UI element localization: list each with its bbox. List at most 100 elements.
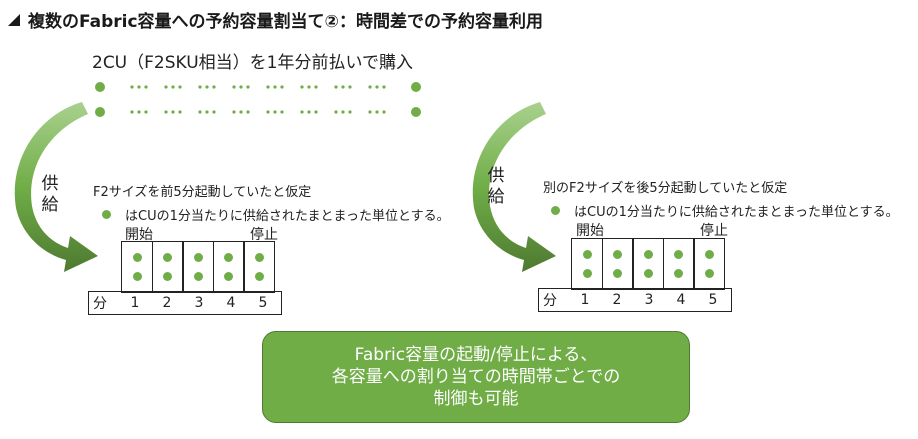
ellipsis-dots xyxy=(130,85,386,89)
ellipsis-dot xyxy=(348,85,352,89)
purchase-text: 2CU（F2SKU相当）を1年分前払いで購入 xyxy=(92,53,413,73)
callout-line: Fabric容量の起動/停止による、 xyxy=(354,345,598,365)
cu-dot xyxy=(613,269,622,278)
minute-value: 2 xyxy=(612,292,622,308)
right-bullet-text: はCUの1分当たりに供給されたまとまった単位とする。 xyxy=(574,205,899,220)
right-stop-label: 停止 xyxy=(700,223,728,239)
ellipsis-dot xyxy=(368,85,372,89)
ellipsis-dot xyxy=(266,110,270,114)
cu-cell xyxy=(693,238,725,290)
ellipsis-dot xyxy=(178,110,182,114)
minute-value: 5 xyxy=(708,292,718,308)
right-heading: 別のF2サイズを後5分起動していたと仮定 xyxy=(543,181,788,196)
left-heading: F2サイズを前5分起動していたと仮定 xyxy=(93,185,312,200)
ellipsis-dot xyxy=(137,110,141,114)
cu-dot xyxy=(224,272,233,281)
left-minute-row: 分 1 2 3 4 5 xyxy=(88,291,282,315)
ellipsis-dot xyxy=(205,85,209,89)
supply-char: 供 xyxy=(41,174,59,194)
ellipsis-dots xyxy=(130,110,386,114)
cu-dot xyxy=(674,250,683,259)
capacity-dot xyxy=(411,107,421,117)
minute-value: 2 xyxy=(162,295,172,311)
ellipsis-dot xyxy=(280,110,284,114)
minute-value: 4 xyxy=(676,292,686,308)
ellipsis-dot xyxy=(232,110,236,114)
capacity-dot xyxy=(95,107,105,117)
bullet-dot-icon xyxy=(102,210,111,219)
supply-char: 供 xyxy=(487,166,505,186)
left-supply-arrow-icon xyxy=(14,102,98,272)
ellipsis-dot xyxy=(314,85,318,89)
ellipsis-dot xyxy=(246,110,250,114)
ellipsis-dot xyxy=(144,85,148,89)
supply-char: 給 xyxy=(41,195,59,215)
ellipsis-dot xyxy=(232,85,236,89)
ellipsis-dot xyxy=(314,110,318,114)
capacity-dots xyxy=(95,82,421,117)
capacity-dot xyxy=(95,82,105,92)
ellipsis-dot xyxy=(300,85,304,89)
left-supply-label: 供 給 xyxy=(40,174,60,216)
ellipsis-dot xyxy=(130,85,134,89)
minute-unit: 分 xyxy=(543,293,557,309)
ellipsis-dot xyxy=(334,110,338,114)
ellipsis-dot xyxy=(266,85,270,89)
cu-dot xyxy=(704,269,714,278)
ellipsis-dot xyxy=(205,110,209,114)
ellipsis-dot xyxy=(375,110,379,114)
ellipsis-dot xyxy=(334,85,338,89)
cu-dot xyxy=(163,272,172,281)
ellipsis-dot xyxy=(368,110,372,114)
right-cu-grid xyxy=(571,238,725,290)
cu-dot xyxy=(613,250,622,259)
cu-dot xyxy=(224,253,233,262)
right-start-label: 開始 xyxy=(576,223,604,239)
cu-cell xyxy=(182,241,214,293)
cu-dot xyxy=(704,250,714,259)
ellipsis-dot xyxy=(246,85,250,89)
cu-dot xyxy=(132,253,142,262)
cu-cell xyxy=(243,241,275,293)
ellipsis-dot xyxy=(137,85,141,89)
page-title-text: 複数のFabric容量への予約容量割当て②：時間差での予約容量利用 xyxy=(28,12,543,32)
cu-dot xyxy=(254,272,264,281)
cu-cell xyxy=(121,241,153,293)
cu-dot xyxy=(254,253,264,262)
minute-value: 1 xyxy=(130,295,140,311)
cu-cell xyxy=(571,238,603,290)
ellipsis-dot xyxy=(375,85,379,89)
cu-dot xyxy=(193,272,203,281)
supply-char: 給 xyxy=(487,187,505,207)
summary-callout: Fabric容量の起動/停止による、 各容量への割り当ての時間帯ごとでの 制御も… xyxy=(262,331,690,423)
ellipsis-dot xyxy=(171,85,175,89)
cu-dot xyxy=(643,269,653,278)
left-stop-label: 停止 xyxy=(250,227,278,243)
right-supply-label: 供 給 xyxy=(486,166,506,208)
ellipsis-dot xyxy=(341,85,345,89)
cu-cell xyxy=(662,238,695,290)
callout-line: 各容量への割り当ての時間帯ごとでの xyxy=(331,367,621,387)
right-minute-row: 分 1 2 3 4 5 xyxy=(538,288,732,312)
cu-dot xyxy=(674,269,683,278)
right-bullet: はCUの1分当たりに供給されたまとまった単位とする。 xyxy=(551,201,899,220)
cu-dot xyxy=(163,253,172,262)
left-cu-grid xyxy=(121,241,275,293)
minute-value: 4 xyxy=(226,295,236,311)
page-title: 複数のFabric容量への予約容量割当て②：時間差での予約容量利用 xyxy=(8,7,543,32)
ellipsis-dot xyxy=(382,85,386,89)
ellipsis-dot xyxy=(164,85,168,89)
ellipsis-dot xyxy=(164,110,168,114)
cu-dot xyxy=(643,250,653,259)
ellipsis-dot xyxy=(341,110,345,114)
cu-dot xyxy=(582,250,592,259)
cu-cell xyxy=(601,238,634,290)
ellipsis-dot xyxy=(280,85,284,89)
cu-dot xyxy=(193,253,203,262)
ellipsis-dot xyxy=(348,110,352,114)
left-bullet-text: はCUの1分当たりに供給されたまとまった単位とする。 xyxy=(125,209,450,224)
left-bullet: はCUの1分当たりに供給されたまとまった単位とする。 xyxy=(102,205,450,224)
ellipsis-dot xyxy=(212,85,216,89)
left-start-label: 開始 xyxy=(125,227,153,243)
cu-cell xyxy=(212,241,245,293)
